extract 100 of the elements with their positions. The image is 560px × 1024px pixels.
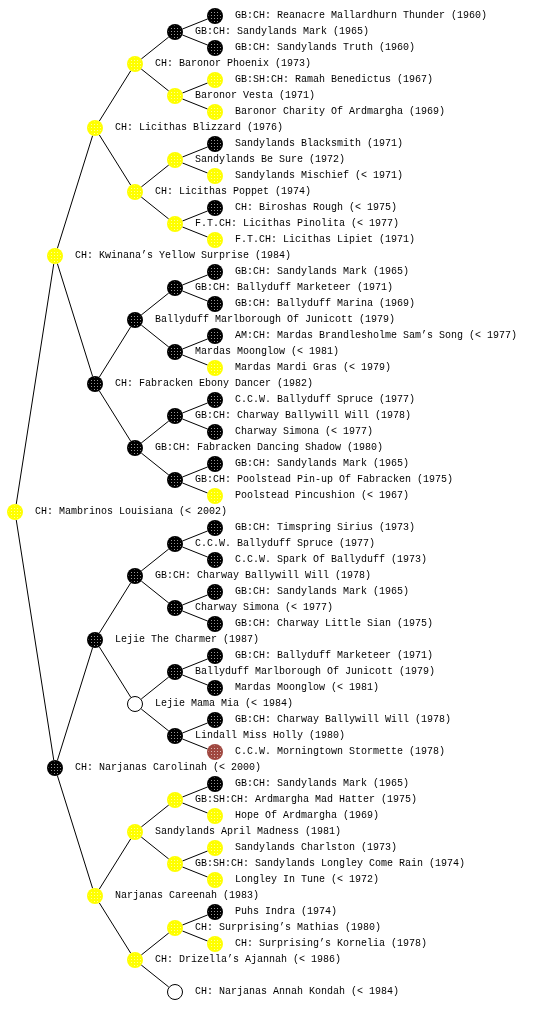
- connector-line: [140, 196, 170, 220]
- connector-line: [181, 418, 209, 430]
- connector-line: [140, 804, 170, 828]
- dog-name: Sandylands April Madness (1981): [155, 826, 342, 838]
- connector-line: [140, 164, 170, 188]
- dog-name: F.T.CH: Licithas Lipiet (1971): [235, 234, 416, 246]
- connector-line: [140, 676, 170, 700]
- connector-line: [140, 708, 170, 732]
- dog-name: Narjanas Careenah (1983): [115, 890, 260, 902]
- dog-name: CH: Licithas Blizzard (1976): [115, 122, 284, 134]
- dog-name: AM:CH: Mardas Brandlesholme Sam’s Song (< 1977): [235, 330, 518, 342]
- dog-name: CH: Surprising’s Mathias (1980): [195, 922, 382, 934]
- connector-line: [181, 546, 209, 558]
- connector-line: [181, 466, 209, 478]
- dog-name: GB:CH: Ballyduff Marina (1969): [235, 298, 416, 310]
- connector-line: [15, 263, 55, 505]
- connector-line: [140, 932, 170, 956]
- connector-line: [56, 775, 94, 889]
- dog-name: GB:SH:CH: Sandylands Longley Come Rain (1974): [195, 858, 466, 870]
- connector-line: [181, 850, 209, 862]
- dog-name: CH: Mambrinos Louisiana (< 2002): [35, 506, 228, 518]
- dog-name: CH: Biroshas Rough (< 1975): [235, 202, 398, 214]
- connector-line: [181, 82, 209, 94]
- dog-name: F.T.CH: Licithas Pinolita (< 1977): [195, 218, 400, 230]
- connector-line: [98, 646, 132, 698]
- dog-name: CH: Fabracken Ebony Dancer (1982): [115, 378, 314, 390]
- dog-name: Lindall Miss Holly (1980): [195, 730, 346, 742]
- connector-line: [140, 452, 170, 476]
- dog-name: Sandylands Blacksmith (1971): [235, 138, 404, 150]
- connector-line: [140, 580, 170, 604]
- connector-line: [140, 36, 170, 60]
- dog-name: Mardas Mardi Gras (< 1979): [235, 362, 392, 374]
- dog-name: Lejie The Charmer (1987): [115, 634, 260, 646]
- connector-line: [56, 647, 94, 761]
- dog-name: Lejie Mama Mia (< 1984): [155, 698, 294, 710]
- connector-line: [181, 738, 209, 750]
- connector-line: [181, 786, 209, 798]
- dog-name: GB:CH: Sandylands Mark (1965): [235, 778, 410, 790]
- dog-name: C.C.W. Ballyduff Spruce (1977): [235, 394, 416, 406]
- connector-line: [140, 964, 170, 988]
- dog-name: GB:CH: Charway Ballywill Will (1978): [155, 570, 372, 582]
- dog-name: CH: Surprising’s Kornelia (1978): [235, 938, 428, 950]
- dog-name: GB:CH: Charway Ballywill Will (1978): [235, 714, 452, 726]
- dog-name: Sandylands Charlston (1973): [235, 842, 398, 854]
- connector-line: [181, 610, 209, 622]
- dog-name: CH: Kwinana’s Yellow Surprise (1984): [75, 250, 292, 262]
- connector-line: [181, 98, 209, 110]
- dog-name: GB:CH: Sandylands Mark (1965): [235, 458, 410, 470]
- dog-name: Hope Of Ardmargha (1969): [235, 810, 380, 822]
- connector-line: [181, 354, 209, 366]
- connector-line: [181, 162, 209, 174]
- connector-line: [98, 70, 132, 122]
- connector-line: [181, 594, 209, 606]
- dog-name: GB:CH: Charway Ballywill Will (1978): [195, 410, 412, 422]
- dog-name: Baronor Vesta (1971): [195, 90, 316, 102]
- connector-line: [98, 838, 132, 890]
- connector-line: [181, 338, 209, 350]
- connector-line: [140, 420, 170, 444]
- connector-line: [181, 722, 209, 734]
- connector-line: [181, 290, 209, 302]
- dog-name: Mardas Moonglow (< 1981): [195, 346, 340, 358]
- connector-line: [181, 914, 209, 926]
- connector-line: [181, 146, 209, 158]
- connector-line: [140, 548, 170, 572]
- dog-name: GB:CH: Sandylands Mark (1965): [235, 586, 410, 598]
- dog-name: Longley In Tune (< 1972): [235, 874, 380, 886]
- dog-name: GB:CH: Poolstead Pin-up Of Fabracken (1975): [195, 474, 454, 486]
- dog-name: GB:CH: Sandylands Mark (1965): [195, 26, 370, 38]
- dog-name: CH: Drizella’s Ajannah (< 1986): [155, 954, 342, 966]
- connector-line: [181, 482, 209, 494]
- dog-name: GB:CH: Ballyduff Marketeer (1971): [235, 650, 434, 662]
- connector-line: [181, 274, 209, 286]
- dog-name: Mardas Moonglow (< 1981): [235, 682, 380, 694]
- connector-line: [181, 402, 209, 414]
- dog-name: C.C.W. Ballyduff Spruce (1977): [195, 538, 376, 550]
- dog-name: GB:SH:CH: Ramah Benedictus (1967): [235, 74, 434, 86]
- dog-name: CH: Narjanas Annah Kondah (< 1984): [195, 986, 400, 998]
- dog-name: Baronor Charity Of Ardmargha (1969): [235, 106, 446, 118]
- connector-line: [140, 324, 170, 348]
- dog-name: GB:CH: Ballyduff Marketeer (1971): [195, 282, 394, 294]
- connector-line: [98, 134, 132, 186]
- dog-name: Sandylands Mischief (< 1971): [235, 170, 404, 182]
- connector-line: [98, 326, 132, 378]
- dog-name: GB:CH: Sandylands Mark (1965): [235, 266, 410, 278]
- dog-name: C.C.W. Morningtown Stormette (1978): [235, 746, 446, 758]
- dog-name: Sandylands Be Sure (1972): [195, 154, 346, 166]
- dog-name: GB:CH: Reanacre Mallardhurn Thunder (1960): [235, 10, 488, 22]
- dog-name: GB:CH: Charway Little Sian (1975): [235, 618, 434, 630]
- connector-line: [181, 34, 209, 46]
- connector-line: [181, 658, 209, 670]
- connector-line: [56, 135, 94, 249]
- dog-name: C.C.W. Spark Of Ballyduff (1973): [235, 554, 428, 566]
- dog-name: GB:CH: Fabracken Dancing Shadow (1980): [155, 442, 384, 454]
- connector-line: [140, 68, 170, 92]
- connector-line: [98, 582, 132, 634]
- dog-name: Puhs Indra (1974): [235, 906, 338, 918]
- dog-name: CH: Narjanas Carolinah (< 2000): [75, 762, 262, 774]
- dog-name: Poolstead Pincushion (< 1967): [235, 490, 410, 502]
- connector-line: [98, 390, 132, 442]
- connector-line: [15, 519, 55, 761]
